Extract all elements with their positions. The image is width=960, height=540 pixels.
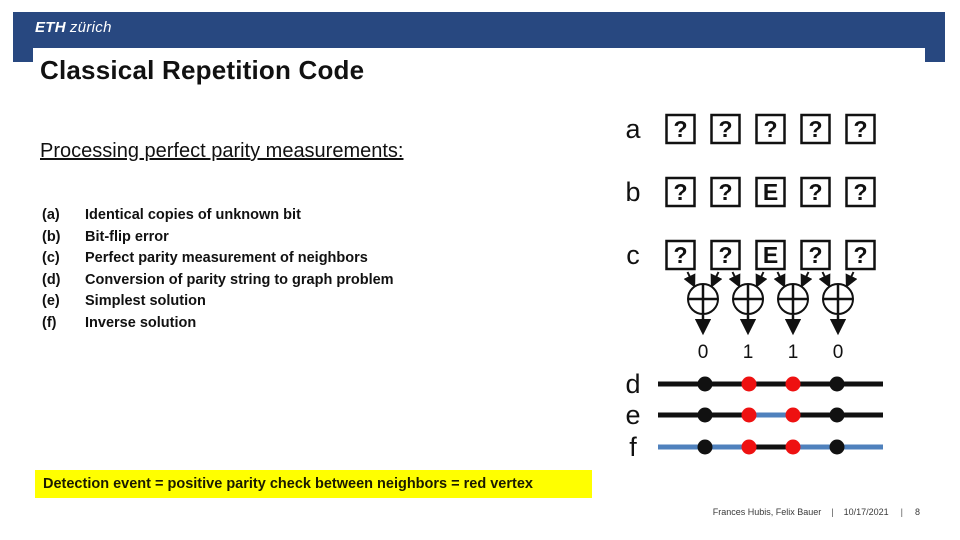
detection-vertex — [785, 407, 801, 423]
list-item: (d) Conversion of parity string to graph… — [42, 270, 394, 292]
bit-value: ? — [853, 179, 867, 205]
slide-subtitle: Processing perfect parity measurements: — [40, 140, 404, 162]
list-item: (e) Simplest solution — [42, 291, 394, 313]
header-band-tab-right — [925, 48, 945, 62]
list-item-text: Conversion of parity string to graph pro… — [85, 271, 394, 288]
list-item-text: Perfect parity measurement of neighbors — [85, 250, 368, 267]
footer-date: 10/17/2021 — [843, 507, 889, 517]
list-item: (a) Identical copies of unknown bit — [42, 205, 394, 227]
vertex — [829, 439, 845, 455]
error-bit-value: E — [763, 179, 778, 205]
list-item-text: Inverse solution — [85, 314, 197, 331]
unknown-bit-box — [665, 176, 696, 208]
row-label-b: b — [625, 177, 640, 207]
unknown-bit-box — [665, 113, 696, 145]
list-item-label: (e) — [42, 293, 60, 310]
parity-bit: 0 — [698, 342, 709, 363]
bit-value: ? — [673, 242, 687, 268]
vertex — [697, 407, 713, 423]
header-band-tab-left — [13, 48, 33, 62]
unknown-bit-box — [845, 176, 876, 208]
unknown-bit-box — [800, 239, 831, 271]
arrow-to-xor — [710, 271, 723, 288]
list-item-text: Bit-flip error — [85, 228, 169, 245]
footer-separator: | — [900, 507, 903, 517]
detection-vertex — [741, 376, 757, 392]
bit-value: ? — [718, 179, 732, 205]
detection-event-callout: Detection event = positive parity check … — [35, 470, 592, 498]
unknown-bit-box — [755, 113, 786, 145]
unknown-bit-box — [710, 113, 741, 145]
detection-vertex — [785, 439, 801, 455]
arrow-to-xor — [773, 271, 786, 288]
error-bit-box — [755, 176, 786, 208]
slide-title: Classical Repetition Code — [40, 55, 365, 85]
bit-value: ? — [718, 242, 732, 268]
list-item-label: (a) — [42, 207, 60, 223]
arrow-to-xor — [800, 271, 813, 288]
parity-bit: 0 — [833, 342, 844, 363]
footer-authors: Frances Hubis, Felix Bauer — [712, 507, 822, 517]
row-label-f: f — [629, 432, 637, 462]
bit-value: ? — [763, 116, 777, 142]
vertex — [829, 376, 845, 392]
list-item-text: Simplest solution — [85, 293, 206, 310]
unknown-bit-box — [665, 239, 696, 271]
footer: Frances Hubis, Felix Bauer | 10/17/2021 … — [713, 507, 920, 517]
unknown-bit-box — [845, 239, 876, 271]
bit-value: ? — [808, 242, 822, 268]
bit-value: ? — [673, 179, 687, 205]
logo-bold-text: ETH — [35, 19, 66, 36]
repetition-code-diagram: a????? b?? E?? c?? E?? 0 1 1 0 def — [625, 113, 883, 462]
vertex — [697, 439, 713, 455]
unknown-bit-box — [845, 113, 876, 145]
list-item-label: (c) — [42, 250, 60, 267]
bit-value: ? — [673, 116, 687, 142]
list-item-label: (d) — [42, 271, 61, 288]
bit-value: ? — [808, 116, 822, 142]
detection-vertex — [785, 376, 801, 392]
error-bit-box — [755, 239, 786, 271]
unknown-bit-box — [800, 176, 831, 208]
row-label-e: e — [625, 400, 640, 430]
list-item: (c) Perfect parity measurement of neighb… — [42, 248, 394, 270]
arrow-to-xor — [728, 271, 741, 288]
list-item-label: (f) — [42, 314, 57, 331]
footer-page-number: 8 — [914, 507, 920, 517]
process-list: (a) Identical copies of unknown bit (b) … — [42, 205, 394, 335]
vertex — [829, 407, 845, 423]
detection-vertex — [741, 439, 757, 455]
list-item: (b) Bit-flip error — [42, 227, 394, 249]
row-label-c: c — [626, 240, 640, 270]
footer-separator: | — [831, 507, 834, 517]
arrow-to-xor — [755, 271, 768, 288]
bit-value: ? — [718, 116, 732, 142]
list-item-text: Identical copies of unknown bit — [85, 207, 301, 223]
arrow-to-xor — [683, 271, 696, 288]
logo-rest-text: zürich — [69, 19, 112, 36]
parity-bit: 1 — [743, 342, 754, 363]
detection-vertex — [741, 407, 757, 423]
arrow-to-xor — [845, 271, 858, 288]
bit-value: ? — [853, 242, 867, 268]
list-item: (f) Inverse solution — [42, 313, 394, 335]
header-band — [13, 12, 945, 48]
bit-value: ? — [853, 116, 867, 142]
bit-value: ? — [808, 179, 822, 205]
arrow-to-xor — [818, 271, 831, 288]
row-label-d: d — [625, 369, 640, 399]
error-bit-value: E — [763, 242, 778, 268]
unknown-bit-box — [800, 113, 831, 145]
vertex — [697, 376, 713, 392]
parity-bit: 1 — [788, 342, 799, 363]
row-label-a: a — [625, 114, 641, 144]
unknown-bit-box — [710, 239, 741, 271]
unknown-bit-box — [710, 176, 741, 208]
list-item-label: (b) — [42, 228, 61, 245]
